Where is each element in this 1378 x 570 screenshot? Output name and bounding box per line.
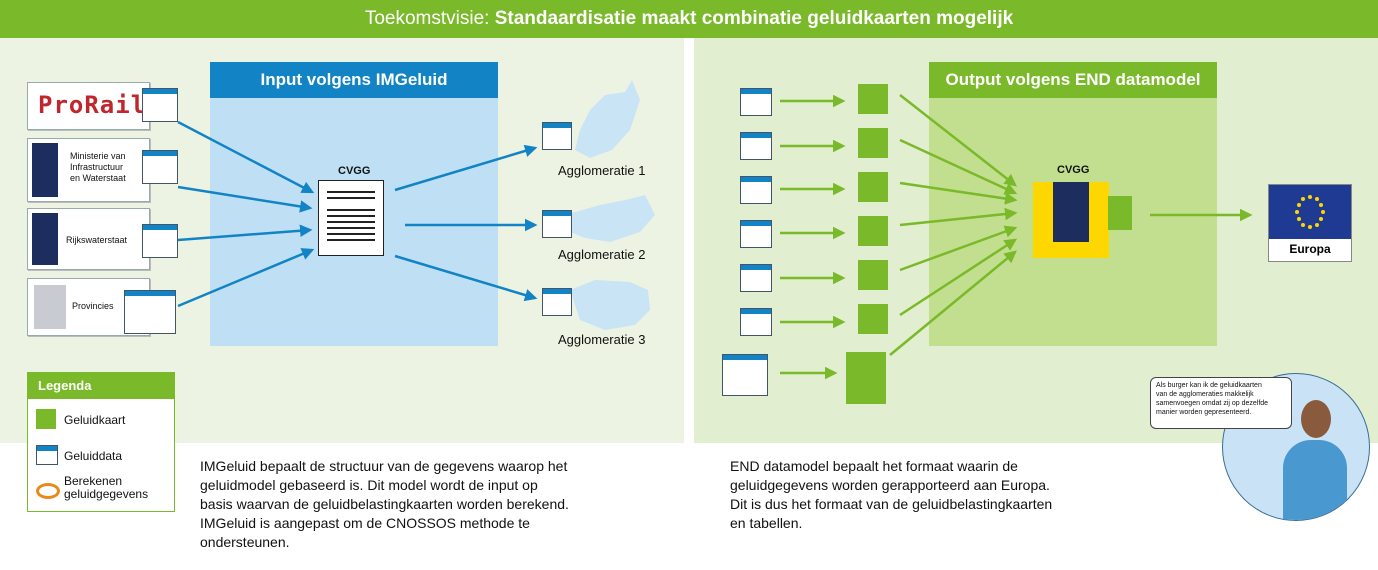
map-icon	[858, 84, 888, 114]
data-icon	[36, 445, 58, 465]
right-desc-line: END datamodel bepaalt het formaat waarin…	[730, 458, 1018, 474]
data-icon	[740, 264, 772, 292]
agglomeration-2-shape	[565, 195, 655, 242]
left-desc-line: IMGeluid is aangepast om de CNOSSOS meth…	[200, 515, 530, 531]
data-icon	[740, 308, 772, 336]
right-desc-line: en tabellen.	[730, 515, 803, 531]
data-icon	[542, 122, 572, 150]
provincies-label: Provincies	[72, 301, 114, 311]
data-icon	[740, 220, 772, 248]
data-stack-icon	[722, 354, 768, 396]
cvgg-output-label: CVGG	[1057, 164, 1090, 176]
output-title: Output volgens END datamodel	[929, 62, 1217, 98]
agglomeration-1-shape	[575, 80, 640, 158]
left-desc-line: basis waarvan de geluidbelastingkaarten …	[200, 496, 569, 512]
ministry-line-1: Ministerie van	[70, 151, 126, 161]
speech-bubble: Als burger kan ik de geluidkaarten van d…	[1150, 377, 1292, 429]
legend-item-map: Geluidkaart	[64, 413, 126, 427]
calculate-icon	[36, 483, 60, 499]
person-head-icon	[1301, 400, 1331, 438]
agglomeration-3-label: Agglomeratie 3	[558, 332, 646, 347]
right-desc-line: Dit is dus het formaat van de geluidbela…	[730, 496, 1053, 512]
data-icon	[542, 288, 572, 316]
source-rijkswaterstaat: Rijkswaterstaat	[27, 208, 150, 270]
header-title: Standaardisatie maakt combinatie geluidk…	[494, 8, 1014, 29]
eu-flag-icon	[1269, 185, 1351, 239]
legend-item-calc-line1: Berekenen	[64, 474, 123, 488]
eu-stars	[1295, 195, 1325, 229]
map-stack-icon	[846, 352, 886, 404]
agglomeration-1-label: Agglomeratie 1	[558, 163, 646, 178]
data-icon	[740, 88, 772, 116]
left-desc-line: geluidmodel gebaseerd is. Dit model word…	[200, 477, 538, 493]
data-icon	[142, 224, 178, 258]
right-description: END datamodel bepaalt het formaat waarin…	[730, 457, 1052, 533]
ministry-line-2: Infrastructuur	[70, 162, 124, 172]
output-arrows	[780, 94, 1253, 380]
prorail-logo: ProRail	[38, 91, 147, 119]
source-ministry: Ministerie van Infrastructuur en Waterst…	[27, 138, 150, 202]
right-desc-line: geluidgegevens worden gerapporteerd aan …	[730, 477, 1050, 493]
data-icon	[740, 132, 772, 160]
legend: Legenda Geluidkaart Geluiddata Berekenen…	[27, 372, 175, 512]
map-icon	[36, 409, 56, 429]
document-icon	[318, 180, 384, 256]
source-prorail: ProRail	[27, 82, 150, 130]
header-prefix: Toekomstvisie:	[364, 8, 490, 29]
map-icon	[858, 260, 888, 290]
data-icon	[542, 210, 572, 238]
ministry-line-3: en Waterstaat	[70, 173, 126, 183]
left-description: IMGeluid bepaalt de structuur van de geg…	[200, 457, 569, 552]
rws-label: Rijkswaterstaat	[66, 235, 128, 245]
cvgg-input-label: CVGG	[338, 165, 371, 177]
map-icon	[858, 304, 888, 334]
legend-title: Legenda	[28, 373, 174, 399]
map-icon	[858, 128, 888, 158]
header-banner: Toekomstvisie: Standaardisatie maakt com…	[0, 0, 1378, 38]
europa-box: Europa	[1268, 184, 1352, 262]
input-arrows	[177, 120, 538, 308]
bubble-line: Als burger kan ik de geluidkaarten	[1156, 382, 1262, 389]
europa-label: Europa	[1289, 242, 1331, 256]
legend-item-data: Geluiddata	[64, 449, 123, 463]
ministry-badge	[1033, 182, 1109, 258]
crest-icon	[1053, 182, 1089, 242]
left-desc-line: ondersteunen.	[200, 534, 290, 550]
data-icon	[740, 176, 772, 204]
agglomeration-2-label: Agglomeratie 2	[558, 247, 646, 262]
rws-crest-icon	[32, 213, 58, 265]
agglomeration-3-shape	[570, 280, 650, 330]
input-title: Input volgens IMGeluid	[210, 62, 498, 98]
data-icon	[142, 88, 178, 122]
person-body-icon	[1283, 440, 1347, 520]
data-icon	[142, 150, 178, 184]
netherlands-map-icon	[34, 285, 66, 329]
map-icon	[858, 216, 888, 246]
bubble-line: van de agglomeraties makkelijk	[1156, 391, 1254, 398]
map-icon	[858, 172, 888, 202]
legend-item-calc-line2: geluidgegevens	[64, 487, 149, 501]
bubble-line: samenvoegen omdat zij op dezelfde	[1156, 400, 1269, 407]
data-stack-icon	[124, 290, 176, 334]
left-desc-line: IMGeluid bepaalt de structuur van de geg…	[200, 458, 568, 474]
bubble-line: manier worden gepresenteerd.	[1156, 409, 1252, 416]
map-icon	[1108, 196, 1132, 230]
ministry-crest-icon	[32, 143, 58, 197]
